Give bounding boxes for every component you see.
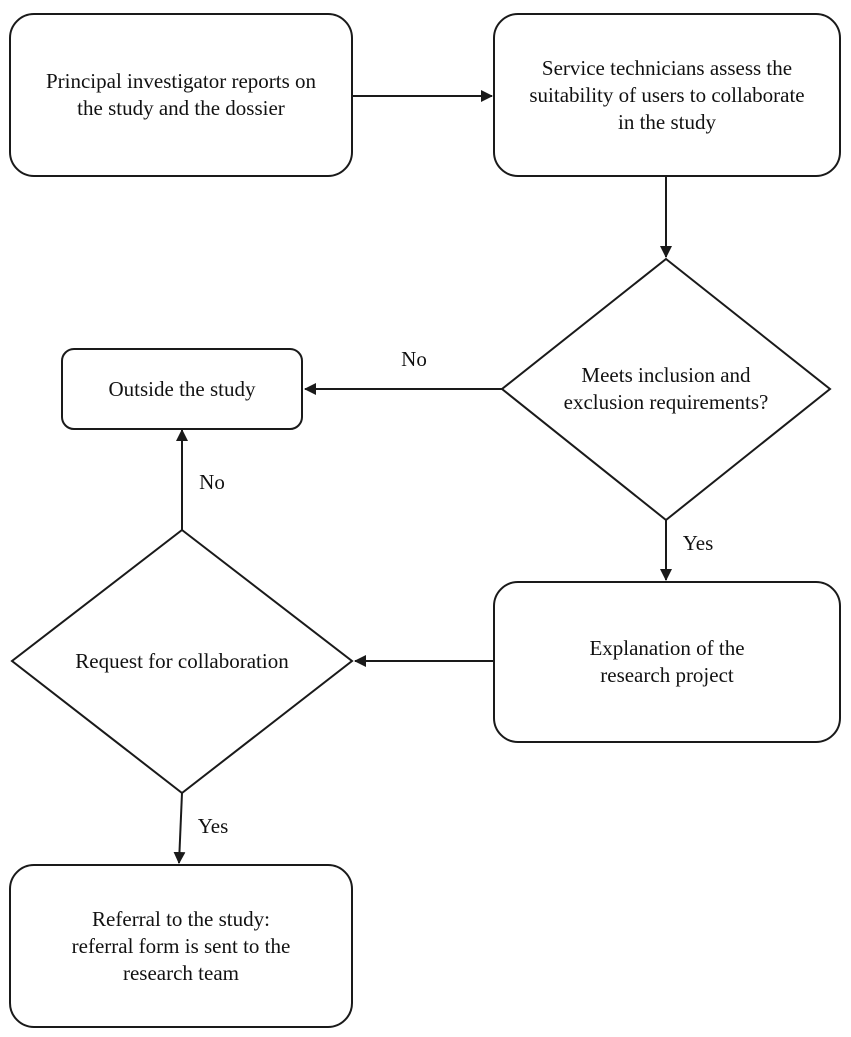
node-service-technicians bbox=[493, 13, 841, 177]
label-outside-study: Outside the study bbox=[108, 376, 256, 401]
node-explanation bbox=[493, 581, 841, 743]
edge-label-requirements-no: No bbox=[401, 347, 427, 371]
node-meets-requirements-decision bbox=[500, 257, 832, 522]
node-request-collaboration-decision bbox=[10, 528, 354, 795]
arrow-request-yes-to-referral bbox=[173, 792, 186, 864]
label-explanation: Explanation of the research project bbox=[589, 636, 745, 687]
node-outside-study bbox=[61, 348, 303, 430]
edge-label-collaboration-yes: Yes bbox=[197, 814, 229, 838]
label-referral: Referral to the study: referral form is … bbox=[71, 906, 291, 985]
edge-label-requirements-yes: Yes bbox=[682, 531, 714, 555]
node-referral bbox=[9, 864, 353, 1028]
label-principal-investigator: Principal investigator reports on the st… bbox=[45, 69, 317, 120]
label-service-technicians: Service technicians assess the suitabili… bbox=[529, 55, 805, 134]
node-principal-investigator bbox=[9, 13, 353, 177]
label-meets-requirements: Meets inclusion and exclusion requiremen… bbox=[563, 363, 769, 414]
edge-label-collaboration-no: No bbox=[199, 470, 225, 494]
label-request-collaboration: Request for collaboration bbox=[75, 648, 289, 673]
